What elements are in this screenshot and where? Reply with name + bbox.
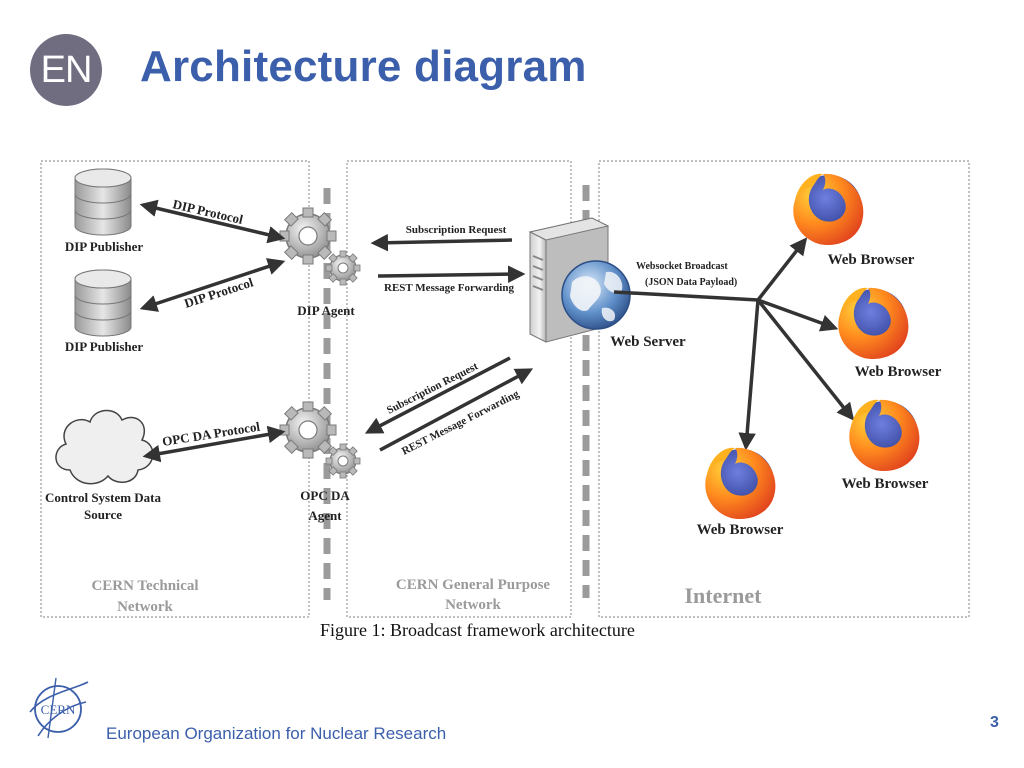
rest-top-arrow bbox=[377, 265, 526, 283]
websocket-trunk-line bbox=[613, 290, 759, 302]
cern-logo-icon: CERN bbox=[29, 677, 89, 739]
broadcast-arrow-4 bbox=[738, 299, 760, 451]
en-logo: EN bbox=[30, 34, 102, 106]
dip-publisher-2-icon bbox=[74, 269, 132, 337]
en-logo-text: EN bbox=[40, 48, 93, 91]
dip-publisher-1-icon bbox=[74, 168, 132, 236]
cern-logo-text: CERN bbox=[41, 702, 76, 717]
opc-agent-label-2: Agent bbox=[308, 508, 342, 523]
slide-title: Architecture diagram bbox=[140, 42, 587, 91]
dip-agent-gear-large-icon bbox=[279, 207, 337, 265]
dip-protocol-1-label: DIP Protocol bbox=[171, 196, 245, 227]
dip-protocol-2-label: DIP Protocol bbox=[182, 274, 255, 311]
zone-internet-label: Internet bbox=[685, 583, 763, 608]
globe-icon bbox=[561, 260, 631, 330]
dip-protocol-1-arrow bbox=[139, 199, 286, 244]
opc-agent-gear-small-icon bbox=[325, 443, 361, 479]
dip-agent-label: DIP Agent bbox=[297, 303, 355, 318]
dip-publisher-2-label: DIP Publisher bbox=[65, 339, 144, 354]
firefox-icon-2 bbox=[838, 287, 909, 360]
zone-technical-label-1: CERN Technical bbox=[91, 578, 198, 594]
sub-request-top-label: Subscription Request bbox=[406, 224, 507, 236]
websocket-payload-label: (JSON Data Payload) bbox=[645, 277, 737, 288]
browser-1-label: Web Browser bbox=[828, 252, 915, 268]
dip-publisher-1-label: DIP Publisher bbox=[65, 239, 144, 254]
control-system-cloud-icon bbox=[55, 409, 154, 485]
firefox-icon-3 bbox=[849, 399, 920, 472]
sub-request-bottom-label: Subscription Request bbox=[385, 360, 480, 416]
firefox-icon-4 bbox=[705, 447, 776, 520]
rest-bottom-arrow bbox=[379, 368, 534, 452]
broadcast-arrow-1 bbox=[756, 237, 808, 302]
control-system-label-1: Control System Data bbox=[45, 490, 162, 505]
zone-general-box bbox=[346, 160, 572, 618]
figure-caption: Figure 1: Broadcast framework architectu… bbox=[320, 620, 635, 640]
browser-3-label: Web Browser bbox=[842, 476, 929, 492]
opc-agent-gear-large-icon bbox=[279, 401, 337, 459]
footer-org-name: European Organization for Nuclear Resear… bbox=[106, 724, 447, 743]
broadcast-arrow-3 bbox=[756, 298, 855, 421]
zone-technical-label-2: Network bbox=[117, 599, 173, 615]
opc-protocol-arrow bbox=[142, 425, 286, 463]
zone-general-label-1: CERN General Purpose bbox=[396, 577, 550, 593]
rest-top-label: REST Message Forwarding bbox=[384, 282, 514, 294]
zone-general-label-2: Network bbox=[445, 597, 501, 613]
browser-2-label: Web Browser bbox=[855, 364, 942, 380]
zone-technical-box bbox=[40, 160, 310, 618]
broadcast-arrow-2 bbox=[757, 298, 839, 332]
websocket-label: Websocket Broadcast bbox=[636, 261, 728, 272]
firefox-icon-1 bbox=[793, 173, 864, 246]
page-number: 3 bbox=[990, 714, 999, 731]
sub-request-top-arrow bbox=[370, 233, 513, 252]
control-system-label-2: Source bbox=[84, 507, 122, 522]
dip-agent-gear-small-icon bbox=[325, 250, 361, 286]
zone-internet-box bbox=[598, 160, 970, 618]
sub-request-bottom-arrow bbox=[364, 356, 511, 434]
dip-protocol-2-arrow bbox=[139, 258, 286, 312]
browser-4-label: Web Browser bbox=[697, 522, 784, 538]
web-server-label: Web Server bbox=[610, 334, 686, 350]
opc-agent-label-1: OPC DA bbox=[300, 488, 350, 503]
